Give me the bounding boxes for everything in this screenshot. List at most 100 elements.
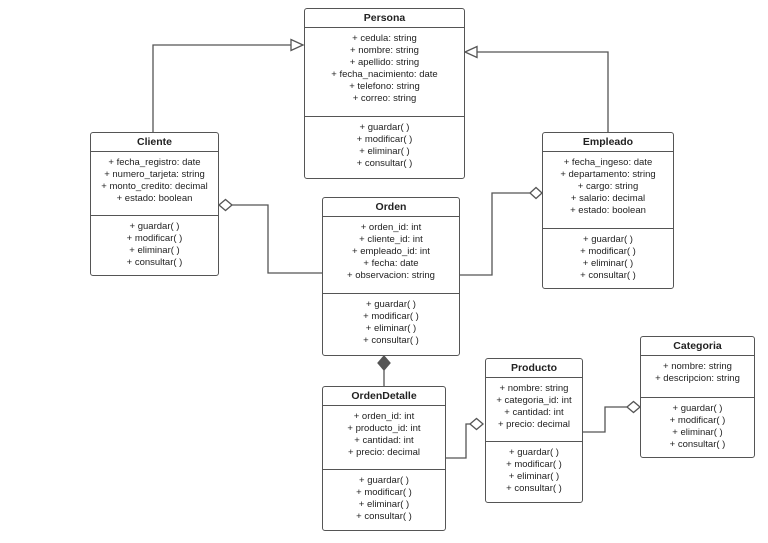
aggregation-categoria-producto [583,406,627,433]
attribute: + telefono: string [349,81,420,92]
aggregation-empleado-orden [460,192,530,276]
attribute: + nombre: string [350,45,419,56]
class-name: Categoria [641,337,754,356]
attribute: + observacion: string [347,270,435,281]
attribute: + departamento: string [560,169,656,180]
aggregation-cliente-orden [232,204,322,274]
attributes-section: + orden_id: int + producto_id: int + can… [323,406,445,470]
method: + consultar( ) [363,335,419,346]
method: + guardar( ) [359,122,410,133]
class-categoria: Categoria + nombre: string + descripcion… [640,336,755,458]
class-name: Orden [323,198,459,217]
method: + eliminar( ) [359,146,410,157]
methods-section: + guardar( ) + modificar( ) + eliminar( … [91,216,218,269]
method: + eliminar( ) [129,245,180,256]
attribute: + fecha_ingeso: date [563,157,653,168]
class-persona: Persona + cedula: string + nombre: strin… [304,8,465,179]
attribute: + salario: decimal [570,193,646,204]
aggregation-diamond [529,186,543,200]
class-cliente: Cliente + fecha_registro: date + numero_… [90,132,219,276]
inheritance-arrowhead [463,45,478,59]
attribute: + estado: boolean [570,205,646,216]
attributes-section: + cedula: string + nombre: string + apel… [305,28,464,117]
method: + modificar( ) [669,415,726,426]
method: + modificar( ) [580,246,636,257]
aggregation-producto-ordendetalle [446,423,470,459]
attribute: + precio: decimal [497,419,571,430]
methods-section: + guardar( ) + modificar( ) + eliminar( … [323,470,445,523]
attributes-section: + orden_id: int + cliente_id: int + empl… [323,217,459,294]
attribute: + fecha_registro: date [108,157,201,168]
attribute: + orden_id: int [353,411,415,422]
method: + consultar( ) [356,511,412,522]
generalization-cliente-persona [152,44,292,132]
class-empleado: Empleado + fecha_ingeso: date + departam… [542,132,674,289]
method: + guardar( ) [129,221,180,232]
attribute: + empleado_id: int [352,246,430,257]
class-ordendetalle: OrdenDetalle + orden_id: int + producto_… [322,386,446,531]
generalization-empleado-persona [476,51,609,132]
attribute: + precio: decimal [347,447,421,458]
method: + consultar( ) [506,483,562,494]
attribute: + estado: boolean [116,193,193,204]
methods-section: + guardar( ) + modificar( ) + eliminar( … [543,229,673,282]
attribute: + correo: string [352,93,417,104]
method: + modificar( ) [356,487,412,498]
method: + eliminar( ) [672,427,723,438]
class-name: Empleado [543,133,673,152]
attribute: + nombre: string [663,361,732,372]
method: + guardar( ) [672,403,723,414]
attribute: + categoria_id: int [496,395,572,406]
class-name: Persona [305,9,464,28]
method: + guardar( ) [509,447,559,458]
attribute: + cargo: string [577,181,639,192]
method: + consultar( ) [356,158,413,169]
class-orden: Orden + orden_id: int + cliente_id: int … [322,197,460,356]
attribute: + descripcion: string [655,373,740,384]
methods-section: + guardar( ) + modificar( ) + eliminar( … [305,117,464,170]
composition-diamond [377,355,391,371]
method: + guardar( ) [583,234,633,245]
method: + consultar( ) [580,270,636,281]
aggregation-diamond [468,417,485,431]
class-producto: Producto + nombre: string + categoria_id… [485,358,583,503]
attribute: + fecha_nacimiento: date [331,69,438,80]
method: + eliminar( ) [582,258,634,269]
attribute: + fecha: date [363,258,419,269]
aggregation-diamond [217,198,234,212]
attribute: + cedula: string [352,33,417,44]
attributes-section: + fecha_registro: date + numero_tarjeta:… [91,152,218,216]
attributes-section: + fecha_ingeso: date + departamento: str… [543,152,673,229]
attributes-section: + nombre: string + categoria_id: int + c… [486,378,582,442]
method: + consultar( ) [126,257,183,268]
method: + modificar( ) [126,233,183,244]
class-name: Producto [486,359,582,378]
method: + guardar( ) [359,475,409,486]
class-name: Cliente [91,133,218,152]
method: + guardar( ) [366,299,416,310]
attribute: + cantidad: int [504,407,564,418]
methods-section: + guardar( ) + modificar( ) + eliminar( … [486,442,582,495]
attributes-section: + nombre: string + descripcion: string [641,356,754,398]
attribute: + orden_id: int [360,222,422,233]
method: + modificar( ) [363,311,419,322]
attribute: + cliente_id: int [359,234,423,245]
attribute: + apellido: string [349,57,420,68]
method: + consultar( ) [669,439,726,450]
inheritance-arrowhead [290,38,305,52]
attribute: + numero_tarjeta: string [104,169,205,180]
attribute: + producto_id: int [347,423,421,434]
method: + eliminar( ) [358,499,410,510]
attribute: + cantidad: int [354,435,414,446]
methods-section: + guardar( ) + modificar( ) + eliminar( … [323,294,459,347]
method: + modificar( ) [356,134,413,145]
class-name: OrdenDetalle [323,387,445,406]
method: + eliminar( ) [508,471,560,482]
attribute: + monto_credito: decimal [101,181,208,192]
aggregation-diamond [625,400,642,414]
method: + eliminar( ) [365,323,417,334]
method: + modificar( ) [506,459,562,470]
attribute: + nombre: string [499,383,569,394]
methods-section: + guardar( ) + modificar( ) + eliminar( … [641,398,754,451]
